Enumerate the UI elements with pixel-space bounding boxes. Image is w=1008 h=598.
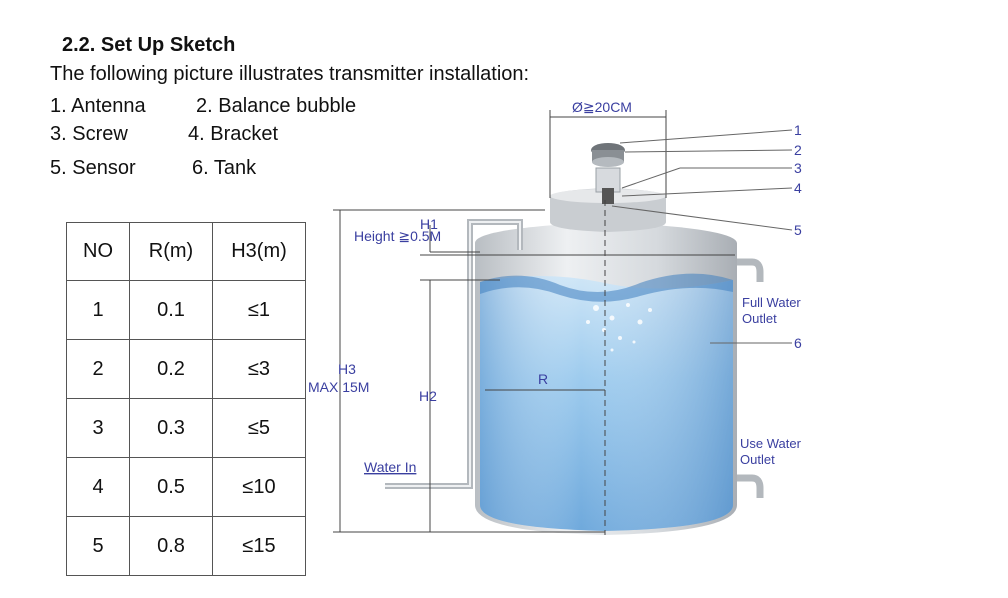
range-spec-table: NO R(m) H3(m) 1 0.1 ≤1 2 0.2 ≤3 3 0.3 ≤5…	[66, 222, 306, 576]
table-cell: 0.5	[129, 457, 213, 517]
h2-label: H2	[419, 388, 437, 404]
callout-1: 1	[794, 122, 802, 138]
table-header-h3: H3(m)	[212, 222, 306, 281]
height-label: Height ≧0.5M	[354, 228, 441, 244]
intro-text: The following picture illustrates transm…	[50, 63, 530, 85]
water-in-label: Water In	[364, 459, 416, 475]
table-cell: 0.1	[129, 280, 213, 340]
legend-balance-bubble: 2. Balance bubble	[196, 95, 357, 117]
legend-tank: 6. Tank	[192, 157, 257, 179]
table-cell: 0.2	[129, 339, 213, 399]
table-row: 3 0.3 ≤5	[66, 398, 306, 458]
tank	[475, 188, 737, 535]
table-cell: ≤3	[212, 339, 306, 399]
callout-5: 5	[794, 222, 802, 238]
table-cell: 0.8	[129, 516, 213, 576]
table-cell: 3	[66, 398, 130, 458]
full-water-outlet-label-line1: Full Water	[742, 295, 801, 310]
legend-bracket: 4. Bracket	[188, 123, 279, 145]
h3-max-label: MAX 15M	[308, 379, 369, 395]
table-cell: 0.3	[129, 398, 213, 458]
table-row: 1 0.1 ≤1	[66, 280, 306, 340]
table-cell: ≤15	[212, 516, 306, 576]
section-title: 2.2. Set Up Sketch	[62, 34, 236, 56]
use-water-outlet-pipe	[737, 474, 764, 498]
h3-label: H3	[338, 361, 356, 377]
use-water-outlet-label-line2: Outlet	[740, 452, 775, 467]
legend-sensor: 5. Sensor	[50, 157, 136, 179]
table-row: 4 0.5 ≤10	[66, 457, 306, 517]
table-header-r: R(m)	[129, 222, 213, 281]
table-cell: ≤5	[212, 398, 306, 458]
table-header-row: NO R(m) H3(m)	[66, 222, 306, 281]
transmitter	[591, 143, 625, 204]
table-cell: 2	[66, 339, 130, 399]
table-cell: 1	[66, 280, 130, 340]
full-water-outlet-label-line2: Outlet	[742, 311, 777, 326]
callout-3: 3	[794, 160, 802, 176]
table-row: 2 0.2 ≤3	[66, 339, 306, 399]
full-water-outlet-pipe	[737, 258, 764, 282]
r-label: R	[538, 371, 548, 387]
callout-6: 6	[794, 335, 802, 351]
table-cell: ≤1	[212, 280, 306, 340]
table-row: 5 0.8 ≤15	[66, 516, 306, 576]
callout-4: 4	[794, 180, 802, 196]
table-cell: ≤10	[212, 457, 306, 517]
table-header-no: NO	[66, 222, 130, 281]
table-cell: 5	[66, 516, 130, 576]
table-cell: 4	[66, 457, 130, 517]
use-water-outlet-label-line1: Use Water	[740, 436, 802, 451]
callout-2: 2	[794, 142, 802, 158]
diameter-label: Ø≧20CM	[572, 99, 632, 115]
h1-label: H1	[420, 216, 438, 232]
legend-antenna: 1. Antenna	[50, 95, 146, 117]
legend-screw: 3. Screw	[50, 123, 128, 145]
